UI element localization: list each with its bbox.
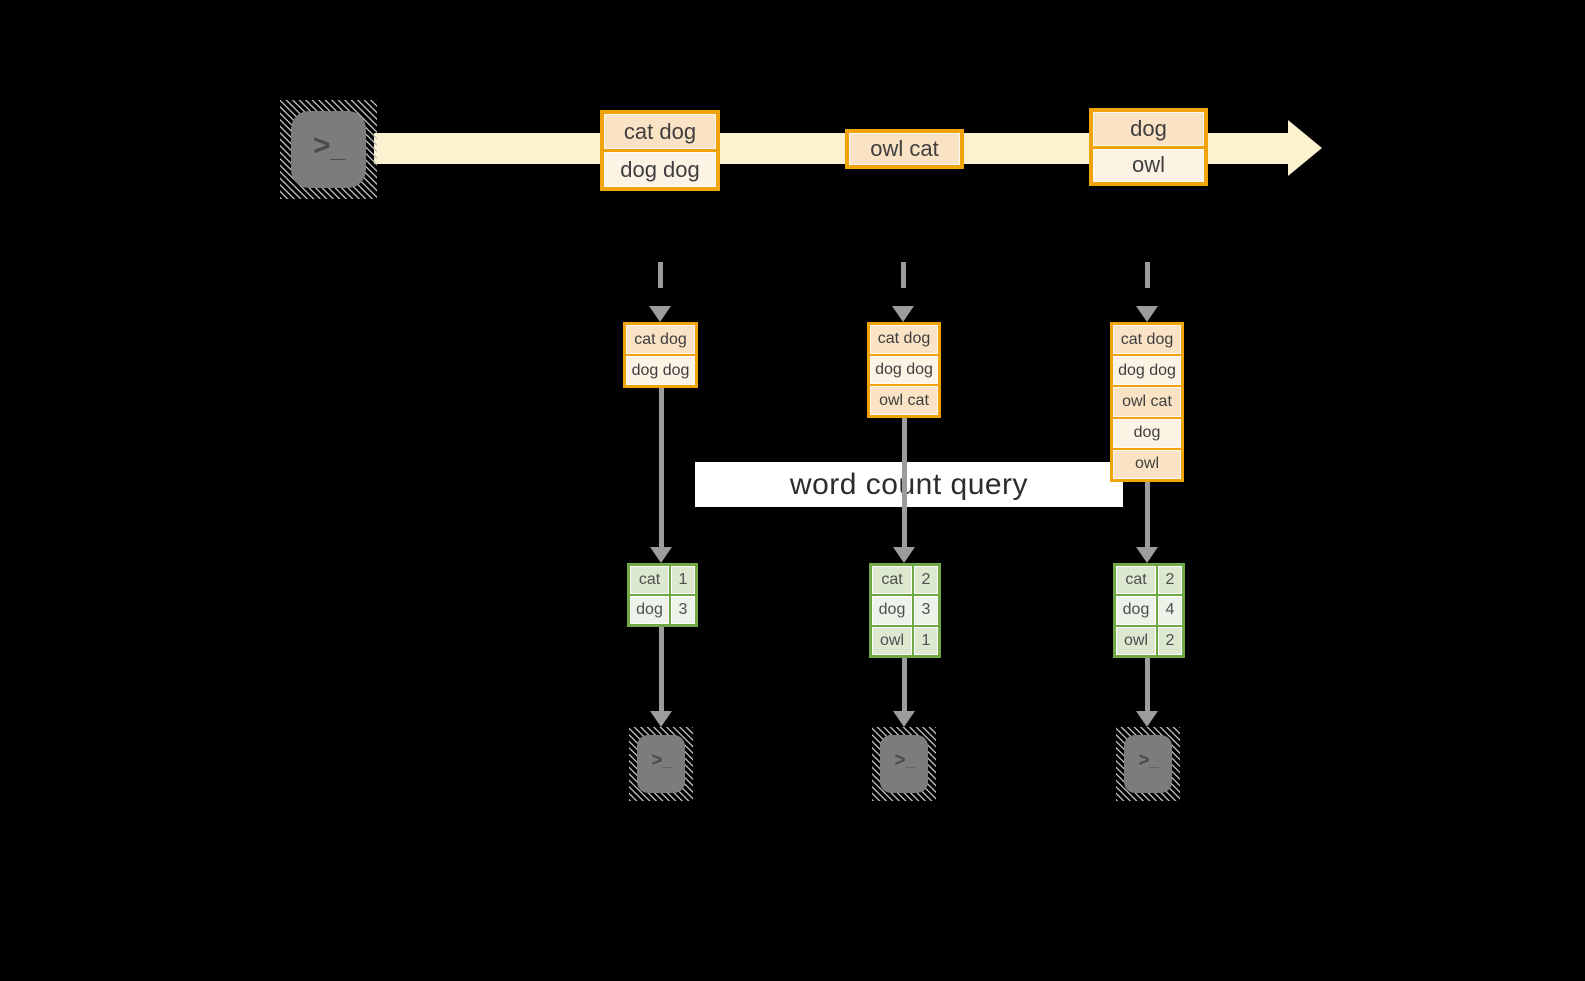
word-cell: cat	[630, 566, 669, 594]
table-row: cat 1	[630, 566, 695, 594]
arrow-down-icon	[1136, 482, 1158, 563]
arrowhead-icon	[1136, 711, 1158, 727]
prompt-chevron-icon: >	[651, 749, 663, 771]
output-terminal-icon: > _	[629, 727, 693, 801]
count-cell: 4	[1158, 596, 1182, 625]
arrow-shaft	[901, 418, 907, 547]
count-cell: 2	[1158, 626, 1182, 655]
prompt-chevron-icon: >	[1138, 749, 1150, 771]
arrowhead-icon	[1136, 547, 1158, 563]
arrow-shaft	[901, 658, 907, 711]
output-terminal-icon: > _	[872, 727, 936, 801]
prompt-chevron-icon: >	[313, 128, 331, 162]
count-cell: 2	[1158, 566, 1182, 595]
batch-line: owl	[1113, 449, 1181, 480]
message-line: dog	[1093, 112, 1204, 146]
batch-line: owl cat	[870, 386, 938, 416]
batch-line: dog dog	[1113, 356, 1181, 386]
query-band: word count query	[695, 462, 1123, 507]
prompt-cursor-icon: _	[662, 753, 672, 770]
terminal-screen: > _	[880, 735, 928, 793]
arrowhead-icon	[893, 711, 915, 727]
arrow-down-icon	[650, 627, 672, 727]
batch-line: dog dog	[870, 355, 938, 385]
table-row: dog 3	[872, 596, 938, 625]
message-line: owl	[1093, 148, 1204, 182]
arrow-down-icon	[1136, 658, 1158, 727]
word-cell: cat	[1116, 566, 1156, 595]
batch-line: dog	[1113, 418, 1181, 448]
stream-message-box: cat dog dog dog	[600, 110, 720, 191]
word-cell: cat	[872, 566, 912, 595]
wordcount-table: cat 1 dog 3	[627, 563, 698, 627]
message-line: dog dog	[604, 152, 716, 187]
dashed-arrow-down-icon	[1136, 262, 1158, 322]
arrow-down-icon	[893, 418, 915, 563]
word-cell: owl	[872, 626, 912, 655]
arrowhead-icon	[650, 547, 672, 563]
prompt-cursor-icon: _	[1149, 753, 1159, 770]
batch-line: cat dog	[870, 325, 938, 354]
stream-arrowhead-icon	[1288, 120, 1322, 176]
batch-line: owl cat	[1113, 387, 1181, 417]
output-terminal-icon: > _	[1116, 727, 1180, 801]
wordcount-table: cat 2 dog 4 owl 2	[1113, 563, 1185, 658]
table-row: owl 1	[872, 626, 938, 655]
dashed-arrow-down-icon	[649, 262, 671, 322]
table-row: dog 4	[1116, 596, 1182, 625]
arrow-shaft	[1144, 658, 1150, 711]
batch-box: cat dog dog dog	[623, 322, 698, 388]
arrowhead-icon	[650, 711, 672, 727]
prompt-cursor-icon: _	[330, 132, 346, 163]
arrow-shaft	[900, 262, 906, 288]
count-cell: 3	[671, 596, 695, 624]
arrow-shaft	[658, 388, 664, 547]
dashed-arrow-down-icon	[892, 262, 914, 322]
stream-message-box: owl cat	[845, 129, 964, 169]
arrowhead-icon	[893, 547, 915, 563]
batch-line: cat dog	[1113, 325, 1181, 355]
batch-line: dog dog	[626, 356, 695, 385]
stream-message-box: dog owl	[1089, 108, 1208, 186]
arrow-shaft	[658, 627, 664, 711]
count-cell: 3	[914, 596, 938, 625]
table-row: cat 2	[872, 566, 938, 595]
arrow-down-icon	[893, 658, 915, 727]
count-cell: 1	[671, 566, 695, 594]
count-cell: 1	[914, 626, 938, 655]
arrow-down-icon	[650, 388, 672, 563]
terminal-screen: > _	[637, 735, 685, 793]
word-cell: owl	[1116, 626, 1156, 655]
arrowhead-icon	[892, 306, 914, 322]
table-row: cat 2	[1116, 566, 1182, 595]
batch-box: cat dog dog dog owl cat	[867, 322, 941, 418]
table-row: dog 3	[630, 596, 695, 624]
prompt-cursor-icon: _	[905, 753, 915, 770]
arrow-shaft	[1144, 262, 1150, 288]
batch-box: cat dog dog dog owl cat dog owl	[1110, 322, 1184, 482]
arrow-shaft	[1144, 482, 1150, 547]
word-cell: dog	[872, 596, 912, 625]
table-row: owl 2	[1116, 626, 1182, 655]
query-label: word count query	[789, 467, 1029, 501]
arrow-shaft	[657, 262, 663, 288]
arrowhead-icon	[649, 306, 671, 322]
batch-line: cat dog	[626, 325, 695, 354]
message-line: cat dog	[604, 114, 716, 149]
prompt-chevron-icon: >	[894, 749, 906, 771]
word-cell: dog	[1116, 596, 1156, 625]
arrowhead-icon	[1136, 306, 1158, 322]
word-cell: dog	[630, 596, 669, 624]
count-cell: 2	[914, 566, 938, 595]
message-line: owl cat	[849, 133, 960, 165]
terminal-screen: > _	[1124, 735, 1172, 793]
wordcount-table: cat 2 dog 3 owl 1	[869, 563, 941, 658]
source-terminal-icon: > _	[280, 100, 377, 199]
terminal-screen: > _	[291, 111, 366, 188]
